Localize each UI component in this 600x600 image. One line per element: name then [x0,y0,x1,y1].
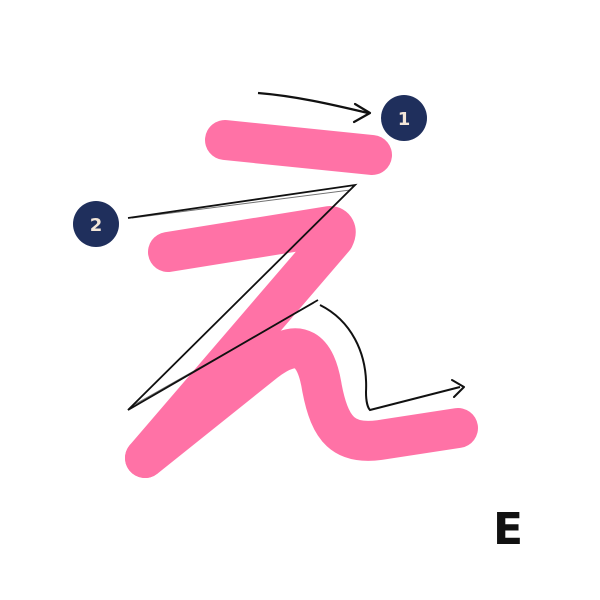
stroke-2-tail-shape [125,328,478,478]
stroke-2-guide-line-shadow [131,189,352,407]
stroke-2-curve-guide [319,304,461,412]
stroke-2-number: 2 [90,215,103,236]
stroke-2-arrowhead [451,379,465,398]
stroke-1-badge: 1 [381,95,427,141]
stroke-2-badge: 2 [73,201,119,247]
stroke-1-shape [205,120,392,175]
romaji-label: E [492,504,524,555]
stroke-1-guide-arrow [257,91,369,115]
stroke-1-number: 1 [398,109,411,130]
stroke-2-shape [125,206,356,478]
stroke-1-arrowhead [352,102,372,124]
